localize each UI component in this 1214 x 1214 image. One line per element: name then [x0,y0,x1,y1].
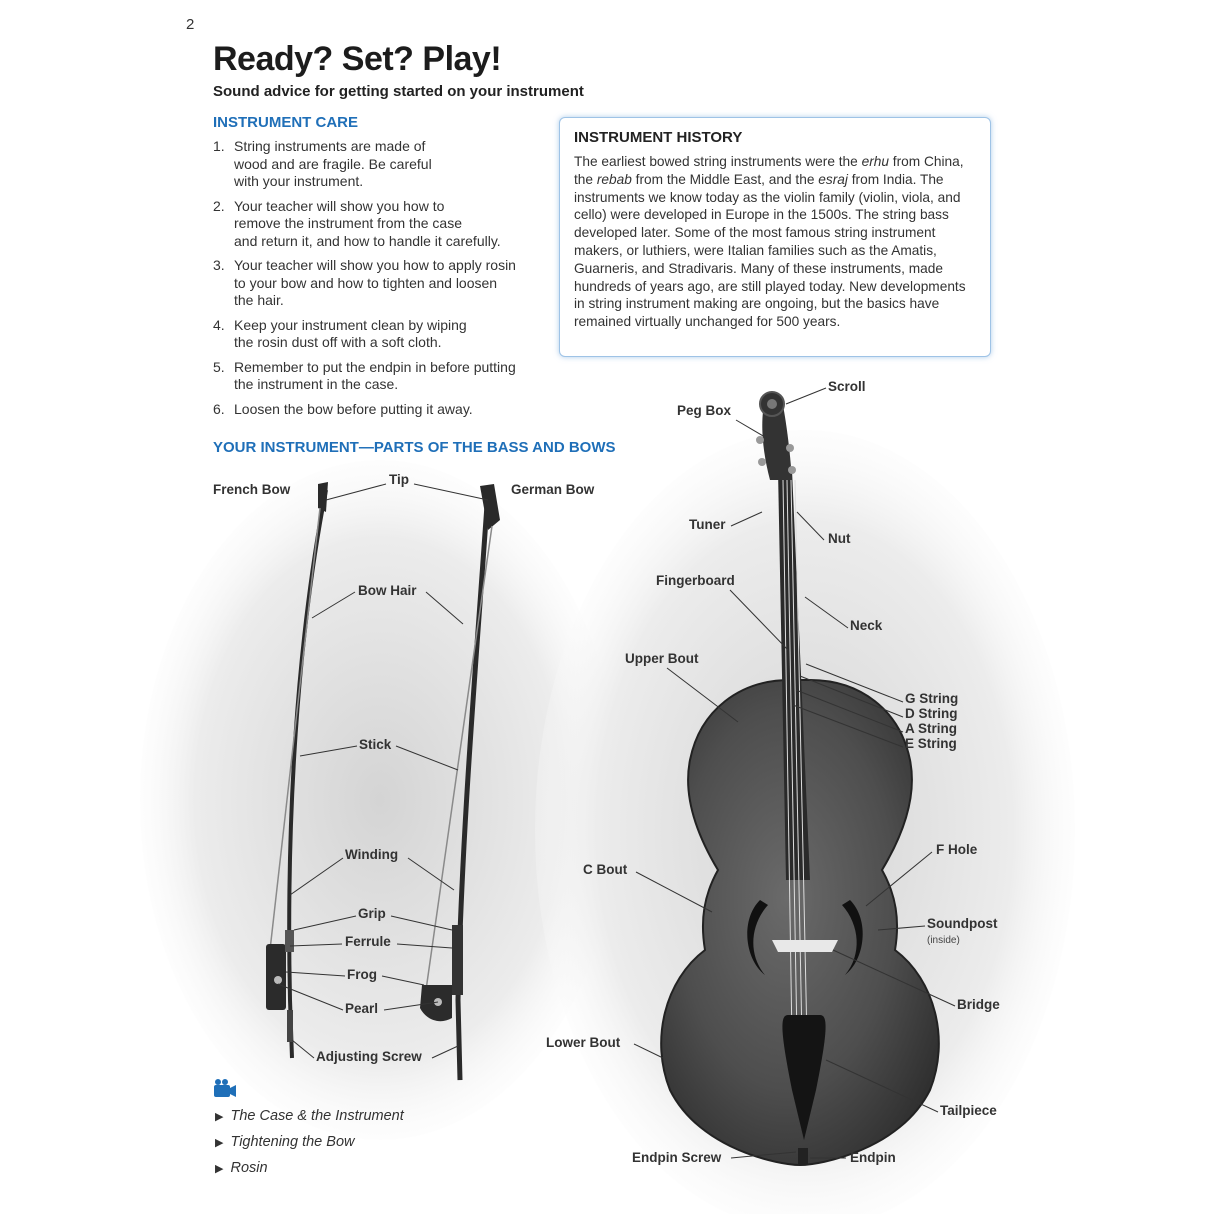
french-bow [266,482,328,1059]
label-stick: Stick [359,737,392,752]
label-tailpiece: Tailpiece [940,1103,997,1118]
parts-heading: YOUR INSTRUMENT—PARTS OF THE BASS AND BO… [213,439,616,456]
bass-leader-lines [633,387,956,1159]
label-french-bow: French Bow [213,482,291,497]
history-heading: INSTRUMENT HISTORY [574,129,743,146]
label-e-string: E String [905,736,957,751]
video-list: ▶The Case & the Instrument ▶Tightening t… [215,1104,404,1182]
label-peg-box: Peg Box [677,403,732,418]
label-winding: Winding [345,847,399,862]
label-endpin-screw: Endpin Screw [632,1150,722,1165]
video-link-tightening[interactable]: ▶Tightening the Bow [215,1134,355,1150]
label-c-bout: C Bout [583,862,628,877]
bow-background [140,460,620,1140]
list-item: 5.Remember to put the endpin in before p… [213,358,516,393]
label-endpin: Endpin [850,1150,896,1165]
label-adjusting-screw: Adjusting Screw [316,1049,422,1064]
label-neck: Neck [850,618,883,633]
history-text: The earliest bowed string instruments we… [574,154,966,330]
video-camera-icon [214,1079,236,1097]
label-german-bow: German Bow [511,482,595,497]
label-upper-bout: Upper Bout [625,651,699,666]
bass-body [660,391,940,1167]
label-soundpost: Soundpost [927,916,998,931]
label-bow-hair: Bow Hair [358,583,417,598]
label-lower-bout: Lower Bout [546,1035,621,1050]
label-d-string: D String [905,706,958,721]
label-nut: Nut [828,531,851,546]
german-bow [420,484,500,1081]
label-ferrule: Ferrule [345,934,391,949]
video-link-case[interactable]: ▶The Case & the Instrument [215,1108,404,1124]
play-triangle-icon: ▶ [215,1111,224,1123]
label-grip: Grip [358,906,386,921]
label-tip: Tip [389,472,409,487]
list-item: 6.Loosen the bow before putting it away. [213,400,473,417]
page-subtitle: Sound advice for getting started on your… [213,83,584,100]
play-triangle-icon: ▶ [215,1163,224,1175]
label-g-string: G String [905,691,959,706]
label-pearl: Pearl [345,1001,379,1016]
care-heading: INSTRUMENT CARE [213,114,358,131]
label-frog: Frog [347,967,377,982]
label-f-hole: F Hole [936,842,978,857]
label-scroll: Scroll [828,379,866,394]
label-soundpost-note: (inside) [927,935,960,946]
bow-leader-lines [277,483,489,1059]
label-bridge: Bridge [957,997,1000,1012]
list-item: 3.Your teacher will show you how to appl… [213,257,516,308]
video-link-rosin[interactable]: ▶Rosin [215,1160,268,1176]
page-title: Ready? Set? Play! [213,40,502,78]
page-number: 2 [186,16,195,33]
label-tuner: Tuner [689,517,726,532]
play-triangle-icon: ▶ [215,1137,224,1149]
history-box: INSTRUMENT HISTORY The earliest bowed st… [559,117,991,357]
label-fingerboard: Fingerboard [656,573,735,588]
label-a-string: A String [905,721,957,736]
